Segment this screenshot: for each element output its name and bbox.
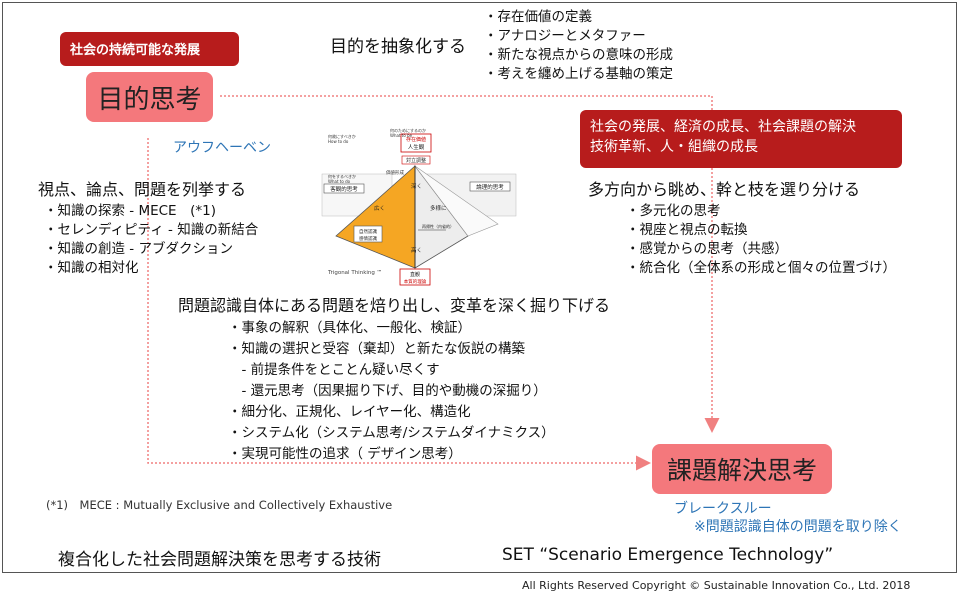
pyr-top-note2: What to be	[390, 133, 413, 138]
pyr-left-note4: What to do	[328, 179, 351, 184]
center-list: ・事象の解釈（具体化、一般化、検証） ・知識の選択と受容（棄却）と新たな仮説の構…	[228, 318, 555, 465]
pyr-face-left: 広く	[374, 204, 385, 212]
pyr-bottom-box2: 本質的理論	[404, 278, 427, 285]
center-heading: 問題認識自体にある問題を焙り出し、変革を深く掘り下げる	[178, 296, 611, 315]
list-item: ・多元化の思考	[626, 203, 721, 219]
bottom-left-caption: 複合化した社会問題解決策を思考する技術	[58, 550, 381, 570]
pyr-left-box: 客観的思考	[330, 185, 358, 193]
pyr-left-note1: 何故にすべきか	[328, 133, 356, 139]
slide-frame	[2, 2, 957, 573]
pyr-left-note2: How to do	[328, 139, 349, 144]
list-item: ・細分化、正規化、レイヤー化、構造化	[228, 404, 471, 420]
list-item: ・セレンディピティ - 知識の新結合	[44, 222, 259, 238]
list-item: ・システム化（システム思考/システムダイナミクス）	[228, 425, 555, 441]
arrow-left-to-solution	[147, 138, 651, 471]
list-item: ・考えを纏め上げる基軸の策定	[484, 66, 673, 82]
bottom-right-caption: SET “Scenario Emergence Technology”	[502, 545, 834, 565]
pyr-face-right: 多様に	[430, 204, 447, 212]
left-heading: 視点、論点、問題を列挙する	[38, 180, 247, 199]
goals-line: 技術革新、人・組織の成長	[590, 139, 758, 155]
list-item: ・知識の選択と受容（棄却）と新たな仮説の構築	[228, 341, 525, 357]
list-item: ・アナロジーとメタファー	[484, 28, 646, 44]
list-item: ・存在価値の定義	[484, 9, 592, 25]
pyr-left-note3: 何をするべきか	[328, 173, 356, 179]
right-list: ・多元化の思考 ・視座と視点の転換 ・感覚からの思考（共感） ・統合化（全体系の…	[626, 202, 896, 278]
list-item: - 前提条件をとことん疑い尽くす	[228, 362, 440, 378]
list-item: ・感覚からの思考（共感）	[626, 241, 788, 257]
pyr-mid-label: 対立調整	[406, 157, 426, 164]
abstraction-title: 目的を抽象化する	[330, 37, 466, 57]
arrow-purpose-to-right	[220, 95, 720, 433]
goals-label: 社会の発展、経済の成長、社会課題の解決 技術革新、人・組織の成長	[580, 110, 902, 168]
pyr-face-down: 高く	[411, 246, 422, 254]
list-item: ・事象の解釈（具体化、一般化、検証）	[228, 320, 471, 336]
pyr-right-box: 論理的思考	[476, 183, 504, 191]
pyr-arrow-right: 再帰性（内省的）	[422, 223, 454, 229]
pyr-inner1: 自然認識	[359, 228, 377, 235]
breakthrough-note: ※問題認識自体の問題を取り除く	[694, 519, 902, 535]
pyr-top-note1: 何のためにするのか	[390, 127, 426, 133]
mece-footnote: (*1) MECE : Mutually Exclusive and Colle…	[46, 498, 393, 512]
aufheben-label: アウフヘーベン	[173, 140, 271, 156]
abstraction-list: ・存在価値の定義 ・アナロジーとメタファー ・新たな視点からの意味の形成 ・考え…	[484, 8, 673, 84]
list-item: ・実現可能性の追求（ デザイン思考）	[228, 446, 462, 462]
pyr-inner2: 感情認識	[359, 235, 377, 242]
problem-solving-thinking-box: 課題解決思考	[652, 444, 832, 494]
list-item: ・知識の相対化	[44, 260, 139, 276]
right-heading: 多方向から眺め、幹と枝を選り分ける	[588, 180, 861, 199]
list-item: ・新たな視点からの意味の形成	[484, 47, 673, 63]
list-item: ・知識の探索 - MECE (*1)	[44, 203, 216, 219]
pyr-face-up: 深く	[411, 182, 422, 190]
copyright: All Rights Reserved Copyright © Sustaina…	[522, 579, 911, 592]
pyr-caption: Trigonal Thinking ™	[327, 269, 382, 276]
sustainable-development-label: 社会の持続可能な発展	[60, 32, 239, 66]
list-item: ・視座と視点の転換	[626, 222, 748, 238]
goals-line: 社会の発展、経済の成長、社会課題の解決	[590, 119, 856, 135]
list-item: - 還元思考（因果掘り下げ、目的や動機の深掘り）	[228, 383, 547, 399]
purpose-thinking-box: 目的思考	[86, 72, 213, 122]
list-item: ・統合化（全体系の形成と個々の位置づけ）	[626, 260, 896, 276]
pyr-mid-label2: 価値形成	[386, 169, 404, 176]
pyr-box-top-2: 人生観	[408, 143, 425, 151]
breakthrough-label: ブレークスルー	[674, 501, 772, 517]
pyr-box-top-1: 存在価値	[406, 136, 426, 143]
left-list: ・知識の探索 - MECE (*1) ・セレンディピティ - 知識の新結合 ・知…	[44, 202, 258, 278]
trigonal-thinking-pyramid: 存在価値 人生観 対立調整 何のためにするのか What to be 何故にすべ…	[321, 127, 517, 286]
list-item: ・知識の創造 - アブダクション	[44, 241, 233, 257]
pyr-bottom-box1: 直観	[410, 271, 420, 278]
